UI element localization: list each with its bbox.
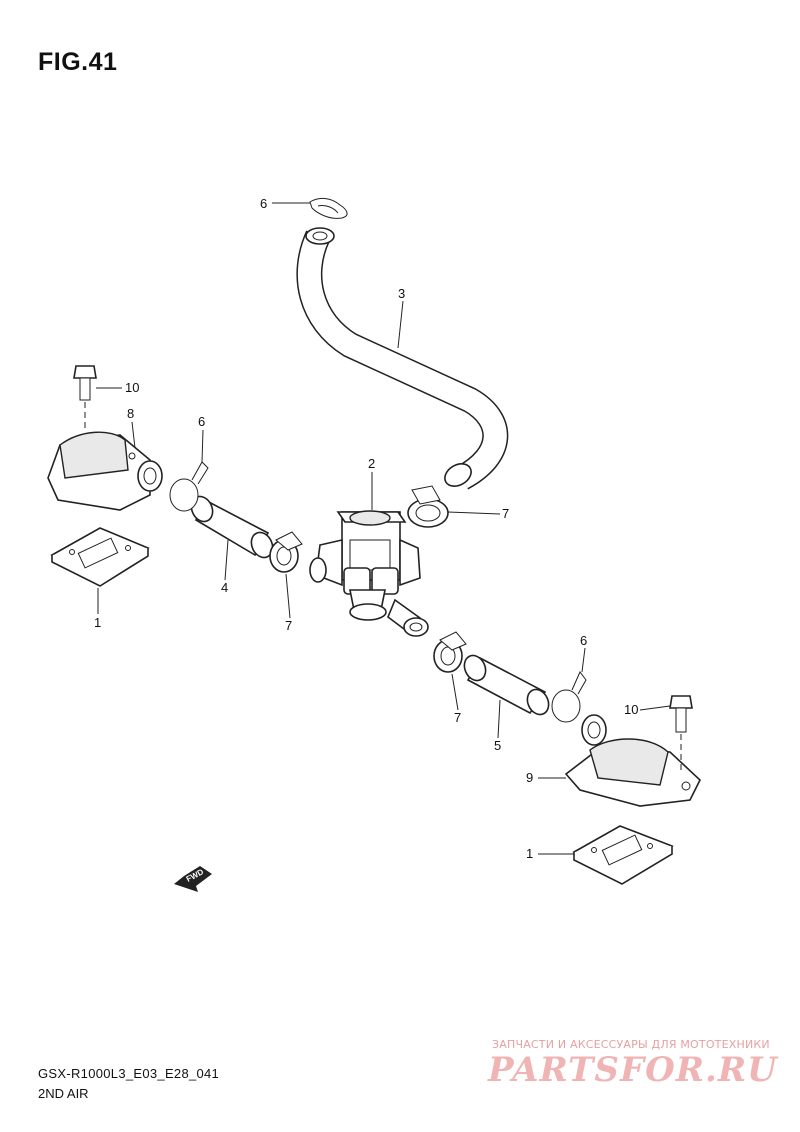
cover-9[interactable]	[564, 714, 701, 807]
reed-valve-1-left[interactable]	[50, 527, 150, 587]
watermark-logo: PARTSFOR.RU	[488, 1050, 778, 1090]
part-label-1-right: 1	[526, 846, 533, 861]
clip-6-left[interactable]	[169, 461, 209, 512]
part-label-8: 8	[127, 406, 134, 421]
hose-3[interactable]	[296, 227, 509, 491]
part-label-5: 5	[494, 738, 501, 753]
clip-6-right[interactable]	[551, 671, 587, 723]
part-label-10-left: 10	[125, 380, 139, 395]
part-label-6-left: 6	[198, 414, 205, 429]
clamp-7-right[interactable]	[407, 485, 449, 528]
fwd-arrow-icon: FWD	[174, 866, 212, 892]
hose-5[interactable]	[460, 652, 552, 718]
watermark-tagline: ЗАПЧАСТИ И АКСЕССУАРЫ ДЛЯ МОТОТЕХНИКИ	[492, 1038, 770, 1051]
section-name: 2ND AIR	[38, 1086, 89, 1101]
part-label-2: 2	[368, 456, 375, 471]
bolt-10-right[interactable]	[669, 695, 693, 770]
bolt-10-left[interactable]	[73, 365, 97, 430]
clip-6-top[interactable]	[309, 197, 348, 219]
part-label-6-right: 6	[580, 633, 587, 648]
clamp-7-left[interactable]	[269, 531, 303, 573]
hose-4[interactable]	[187, 493, 276, 561]
leader-lines	[96, 202, 671, 855]
cover-8[interactable]	[47, 431, 163, 511]
part-label-3: 3	[398, 286, 405, 301]
part-label-4: 4	[221, 580, 228, 595]
reed-valve-1-right[interactable]	[572, 825, 674, 885]
part-label-7-lower: 7	[454, 710, 461, 725]
figure-title: FIG.41	[38, 48, 118, 76]
part-label-9: 9	[526, 770, 533, 785]
valve-2[interactable]	[309, 510, 429, 637]
part-label-10-right: 10	[624, 702, 638, 717]
part-label-6-top: 6	[260, 196, 267, 211]
part-label-7-right: 7	[502, 506, 509, 521]
clamp-7-lower[interactable]	[433, 631, 467, 673]
model-code: GSX-R1000L3_E03_E28_041	[38, 1066, 220, 1081]
part-label-7-left: 7	[285, 618, 292, 633]
part-label-1-left: 1	[94, 615, 101, 630]
